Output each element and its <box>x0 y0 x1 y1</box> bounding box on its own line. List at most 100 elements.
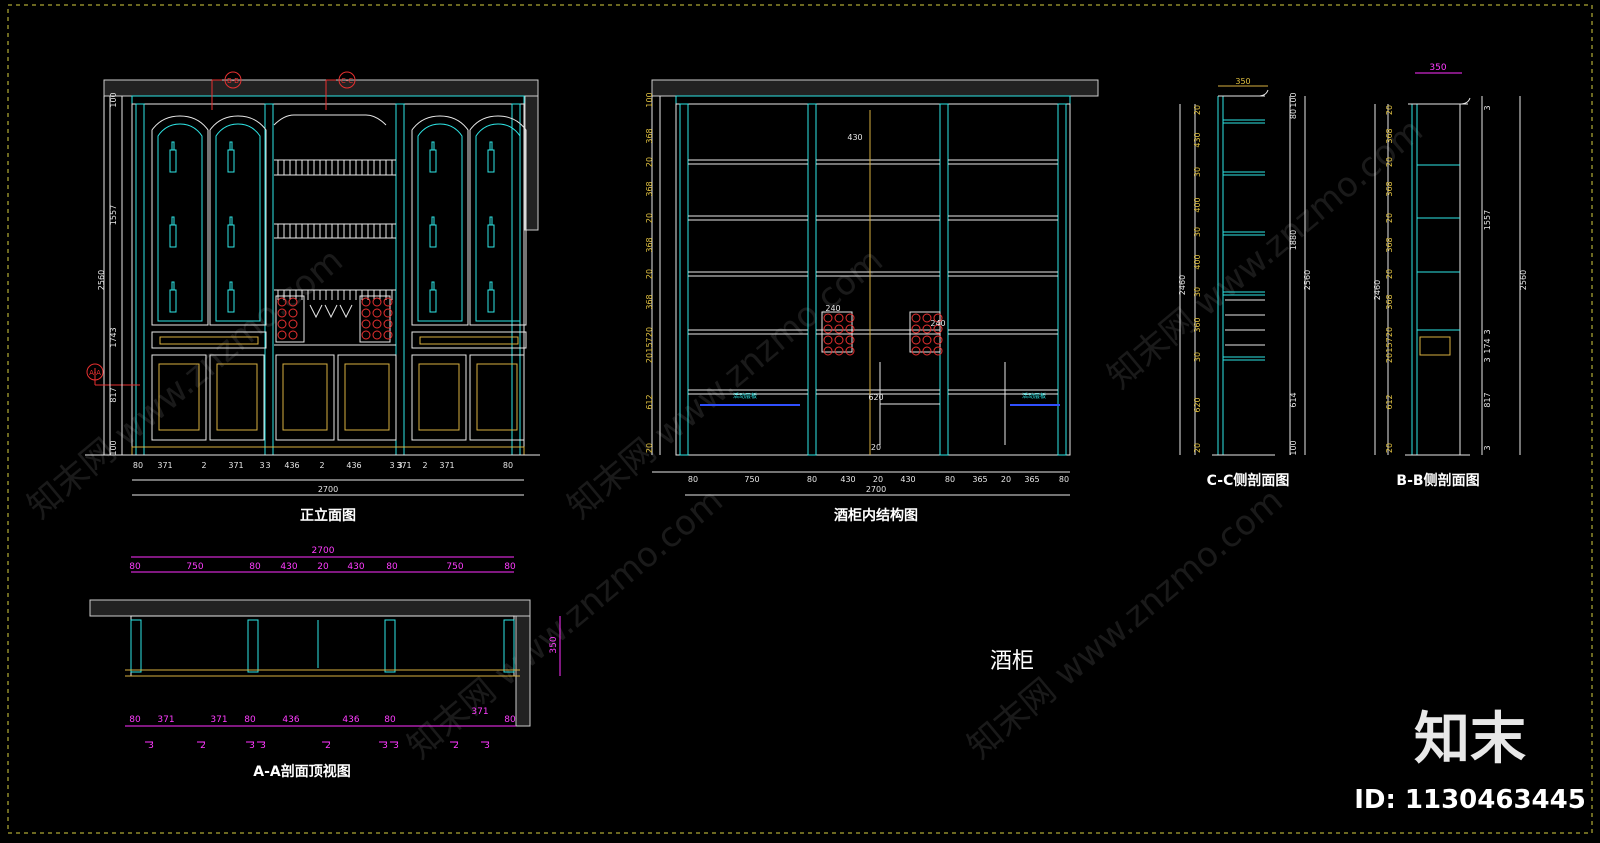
bottle-neck <box>431 281 435 291</box>
bottle <box>169 149 177 173</box>
bb-vdim-5: 368 <box>1385 237 1394 252</box>
wine-slot <box>277 319 287 329</box>
interior-vdim-10: 20 <box>645 353 654 363</box>
interior-dim-10: 80 <box>1059 475 1069 484</box>
bb-vdim-2: 20 <box>1385 157 1394 167</box>
bottle-neck <box>489 281 493 291</box>
wine-slot <box>372 308 382 318</box>
bottle <box>227 289 235 313</box>
bb-vdim-6: 20 <box>1385 269 1394 279</box>
aa-top-dim-3: 430 <box>280 562 297 572</box>
frame-border <box>7 4 1593 834</box>
front-dim-13: 371 <box>439 461 454 470</box>
aa-tick-4: 2 <box>325 741 331 751</box>
bb-vdim-1: 368 <box>1385 128 1394 143</box>
aa-tick-8: 3 <box>484 741 490 751</box>
bottle <box>429 224 437 248</box>
interior-vdim-4: 20 <box>645 213 654 223</box>
interior-vdim-0: 100 <box>645 92 654 107</box>
interior-dim-1: 750 <box>744 475 759 484</box>
front-dim-9: 3 <box>389 461 394 470</box>
aa-bottom-dim-0: 80 <box>129 715 141 725</box>
interior-vdim-3: 368 <box>645 181 654 196</box>
bb-rdim-6: 817 <box>1483 392 1492 407</box>
aa-bottom-dim-8: 80 <box>504 715 516 725</box>
aa-top-dim-2: 80 <box>249 562 261 572</box>
cc-vdim-4: 30 <box>1193 227 1202 237</box>
front-dim-3: 371 <box>228 461 243 470</box>
front-vdim-1: 1557 <box>109 205 118 225</box>
cc-vdim-5: 400 <box>1193 254 1202 269</box>
interior-dim-8: 20 <box>1001 475 1011 484</box>
wine-slot <box>845 324 855 334</box>
bottle-neck <box>229 141 233 151</box>
front-dim-8: 436 <box>346 461 361 470</box>
wine-slot <box>361 330 371 340</box>
interior-dim-7: 365 <box>972 475 987 484</box>
aa-bottom-dim-2: 371 <box>210 715 227 725</box>
cc-rdim-5: 100 <box>1289 440 1298 455</box>
bottle <box>429 289 437 313</box>
section-mark-cc: C-C <box>341 77 353 85</box>
front-vdim-2: 2560 <box>97 270 106 290</box>
interior-dim-6: 80 <box>945 475 955 484</box>
interior-dim-2: 80 <box>807 475 817 484</box>
aa-top-dim-1: 750 <box>186 562 203 572</box>
front-dim-0: 80 <box>133 461 143 470</box>
wine-slot <box>372 330 382 340</box>
aa-total-dim: 2700 <box>312 546 335 556</box>
interior-vdim-5: 368 <box>645 237 654 252</box>
cc-vdim-2: 30 <box>1193 167 1202 177</box>
interior-vdim-9: 157 <box>645 337 654 352</box>
bb-rdim-5: 3 <box>1483 357 1492 362</box>
interior-dim-0: 80 <box>688 475 698 484</box>
aa-tick-6: 3 <box>393 741 399 751</box>
wine-slot <box>288 297 298 307</box>
watermarks: 知末网 www.znzmo.com 知末网 www.znzmo.com 知末网 … <box>20 110 1431 766</box>
front-dim-12: 2 <box>422 461 427 470</box>
interior-vdim-8: 20 <box>645 327 654 337</box>
drawing-label: 酒柜 <box>990 649 1034 674</box>
wine-slot <box>383 330 393 340</box>
bb-vdim-8: 20 <box>1385 327 1394 337</box>
cc-rdim-1: 80 <box>1289 109 1298 119</box>
interior-vdim-6: 20 <box>645 269 654 279</box>
cc-vdim-8: 30 <box>1193 352 1202 362</box>
wine-slot <box>933 346 943 356</box>
brand-id: ID: 1130463445 <box>1354 785 1586 815</box>
bottle-neck <box>229 216 233 226</box>
bb-vdim-11: 612 <box>1385 394 1394 409</box>
bottle <box>487 149 495 173</box>
cc-rdim-2: 1880 <box>1289 230 1298 250</box>
wine-slot <box>911 324 921 334</box>
interior-vdim-1: 368 <box>645 128 654 143</box>
bottle-neck <box>171 281 175 291</box>
aa-bottom-dim-3: 80 <box>244 715 256 725</box>
front-dim-14: 80 <box>503 461 513 470</box>
wine-rack <box>821 311 853 353</box>
interior-inner-dim-3: 620 <box>868 393 883 402</box>
aa-top-dim-6: 80 <box>386 562 398 572</box>
interior-dim-5: 430 <box>900 475 915 484</box>
interior-vdim-7: 368 <box>645 294 654 309</box>
bb-rdim-2: 2560 <box>1519 270 1528 290</box>
bb-vdim-3: 368 <box>1385 181 1394 196</box>
wine-slot <box>277 330 287 340</box>
wine-slot <box>372 297 382 307</box>
svg-text:知末网 www.znzmo.com: 知末网 www.znzmo.com <box>400 480 731 766</box>
wine-slot <box>383 308 393 318</box>
front-dim-4: 3 <box>259 461 264 470</box>
wine-slot <box>911 313 921 323</box>
front-dim-5: 3 <box>265 461 270 470</box>
interior-inner-dim-0: 240 <box>825 304 840 313</box>
aa-bottom-dim-5: 436 <box>342 715 359 725</box>
cc-vdim-7: 360 <box>1193 317 1202 332</box>
bottle <box>429 149 437 173</box>
front-dim-11: 371 <box>396 461 411 470</box>
cc-total-dim: 2460 <box>1178 275 1187 295</box>
interior-title: 酒柜内结构图 <box>834 507 918 524</box>
wine-slot <box>288 319 298 329</box>
